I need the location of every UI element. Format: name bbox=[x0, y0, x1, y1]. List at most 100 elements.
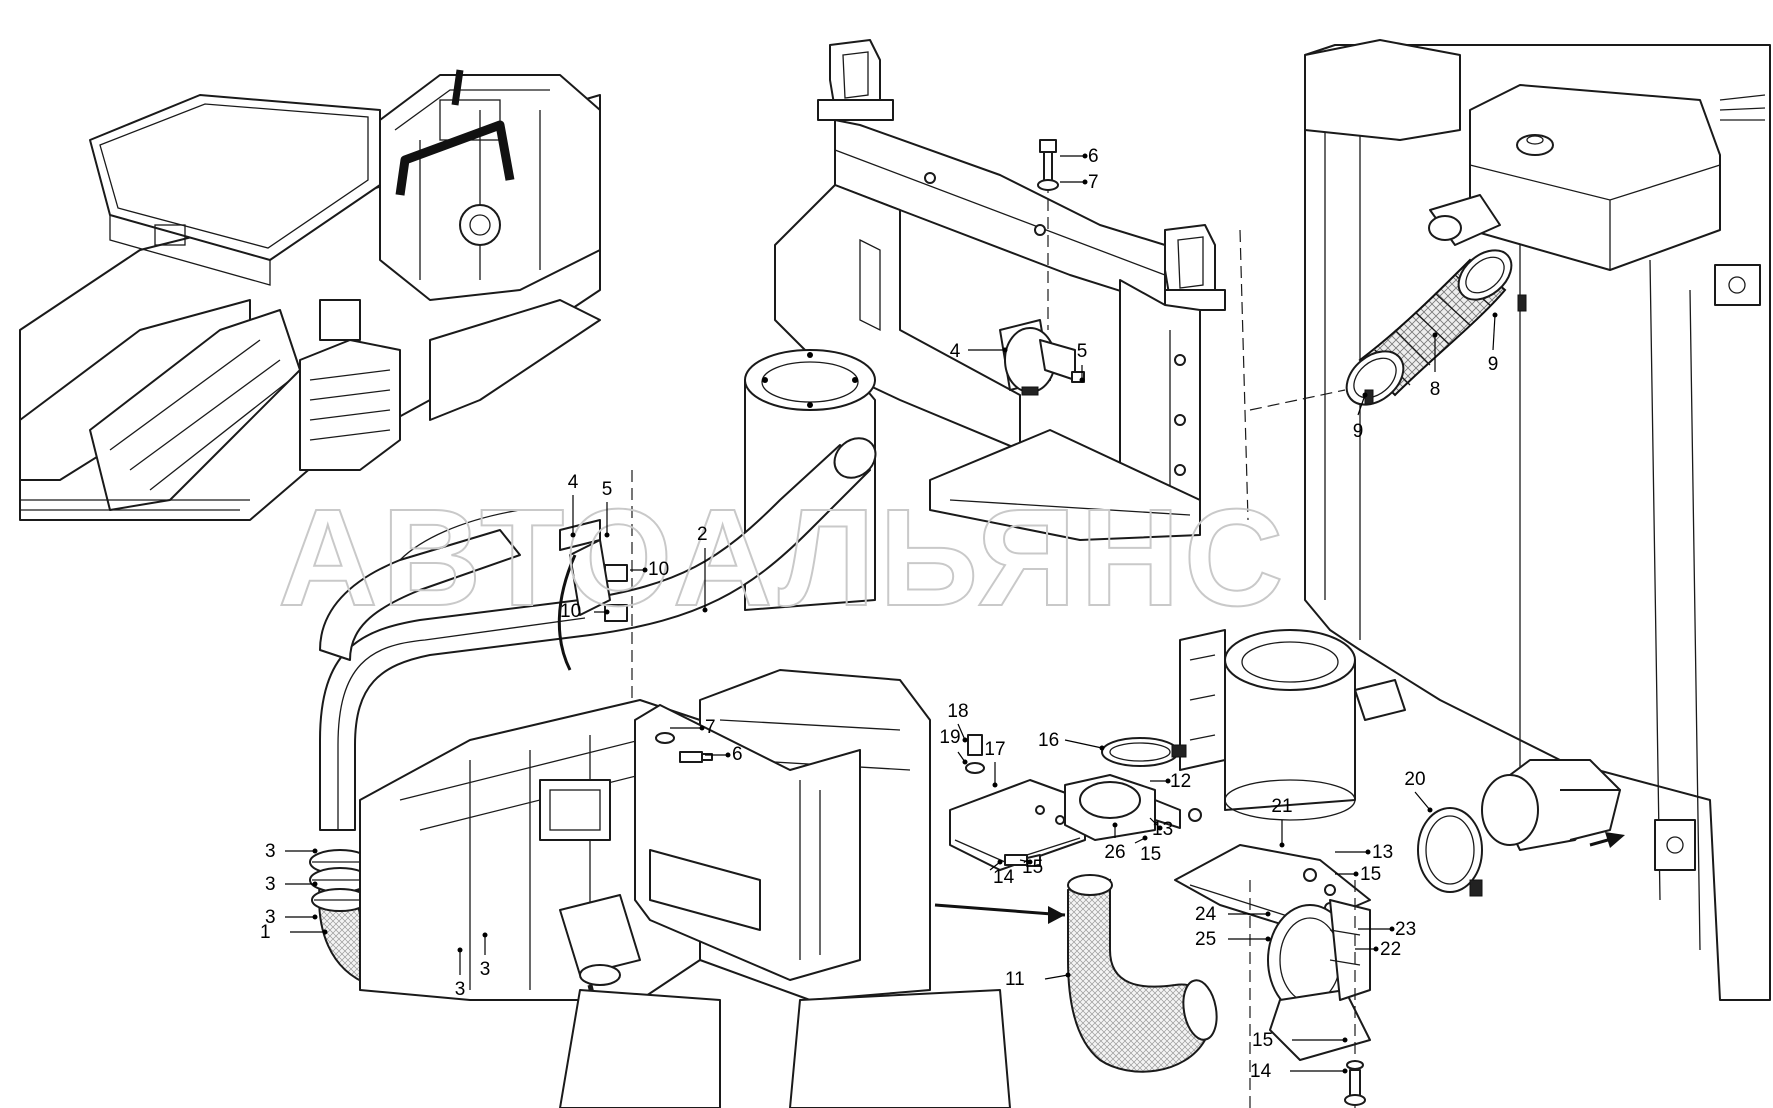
callout-label-c9b: 9 bbox=[1488, 354, 1499, 375]
callout-label-c8: 8 bbox=[1430, 379, 1441, 400]
callout-label-c23: 23 bbox=[1395, 919, 1416, 940]
callout-dot-c2 bbox=[702, 607, 708, 613]
callout-label-c3b: 3 bbox=[265, 874, 276, 895]
callout-dot-c13b bbox=[1365, 849, 1371, 855]
callout-dot-c10b bbox=[604, 609, 610, 615]
callout-leader-c18 bbox=[957, 723, 966, 741]
bolt-stack-lower bbox=[1344, 1060, 1366, 1106]
callout-leader-c20 bbox=[1414, 791, 1431, 811]
callout-dot-c1 bbox=[322, 929, 328, 935]
callout-label-c15d: 15 bbox=[1252, 1030, 1273, 1051]
callout-label-c10b: 10 bbox=[560, 601, 581, 622]
callout-dot-c6b bbox=[725, 752, 731, 758]
callout-dot-c11 bbox=[1065, 972, 1071, 978]
callout-dot-c14b bbox=[1342, 1068, 1348, 1074]
callout-leader-c9b bbox=[1492, 314, 1496, 351]
callout-dot-c15c bbox=[1353, 871, 1359, 877]
callout-dot-c3d bbox=[482, 932, 488, 938]
bolt-and-washer-lower bbox=[655, 732, 713, 763]
callout-dot-c9a bbox=[1362, 392, 1368, 398]
callout-label-c18: 18 bbox=[947, 701, 968, 722]
callout-label-c26: 26 bbox=[1104, 842, 1125, 863]
callout-label-c13a: 13 bbox=[1152, 819, 1173, 840]
intake-pipe-2 bbox=[319, 437, 877, 831]
clamp-bracket-26 bbox=[1064, 774, 1202, 841]
callout-label-c1: 1 bbox=[260, 922, 271, 943]
clamp-20 bbox=[1417, 807, 1483, 897]
callout-label-c5a: 5 bbox=[1077, 341, 1088, 362]
callout-label-c2: 2 bbox=[697, 524, 708, 545]
callout-label-c15c: 15 bbox=[1360, 864, 1381, 885]
callout-dot-c21 bbox=[1279, 842, 1285, 848]
callout-label-c6b: 6 bbox=[732, 744, 743, 765]
callout-label-c21: 21 bbox=[1271, 796, 1292, 817]
callout-dot-c26 bbox=[1112, 822, 1118, 828]
callout-label-c7b: 7 bbox=[705, 717, 716, 738]
callout-dot-c22 bbox=[1373, 946, 1379, 952]
callout-label-c16: 16 bbox=[1038, 730, 1059, 751]
mount-bracket-21 bbox=[1174, 844, 1371, 1108]
callout-dot-c10a bbox=[642, 567, 648, 573]
callout-dot-c3e bbox=[457, 947, 463, 953]
callout-label-c4a: 4 bbox=[950, 341, 961, 362]
callout-label-c19: 19 bbox=[939, 727, 960, 748]
callout-dot-c16 bbox=[1099, 745, 1105, 751]
callout-dot-c4a bbox=[1002, 347, 1008, 353]
radiator-assembly bbox=[1304, 39, 1771, 1001]
callout-label-c10a: 10 bbox=[648, 559, 669, 580]
callout-dot-c24 bbox=[1265, 911, 1271, 917]
callout-dot-c23 bbox=[1389, 926, 1395, 932]
air-filter-housing-right bbox=[1179, 629, 1406, 821]
callout-dot-c8 bbox=[1432, 332, 1438, 338]
callout-dot-c5b bbox=[604, 532, 610, 538]
callout-label-c25: 25 bbox=[1195, 929, 1216, 950]
callout-label-c3c: 3 bbox=[265, 907, 276, 928]
callout-label-c15a: 15 bbox=[1022, 857, 1043, 878]
callout-label-c12: 12 bbox=[1170, 771, 1191, 792]
machine-overview-inset bbox=[19, 69, 601, 521]
callout-dot-c6a bbox=[1082, 153, 1088, 159]
callout-dot-c9b bbox=[1492, 312, 1498, 318]
callout-label-c9a: 9 bbox=[1353, 421, 1364, 442]
callout-dot-c3b bbox=[312, 881, 318, 887]
callout-label-c14a: 14 bbox=[993, 867, 1015, 888]
direction-arrow-radiator bbox=[1589, 832, 1625, 848]
callout-label-c17: 17 bbox=[984, 739, 1005, 760]
corrugated-hose-8 bbox=[1249, 249, 1527, 411]
hose-clamp-bracket-upper bbox=[999, 319, 1085, 396]
callout-label-c15b: 15 bbox=[1140, 844, 1161, 865]
engine-block bbox=[359, 669, 1011, 1108]
callout-dot-c19 bbox=[962, 759, 968, 765]
callout-dot-c13a bbox=[1157, 825, 1163, 831]
callout-leader-c16 bbox=[1064, 739, 1103, 749]
bolt-18-19 bbox=[965, 734, 985, 774]
callout-dot-c3a bbox=[312, 848, 318, 854]
callout-dot-c18 bbox=[962, 737, 968, 743]
callout-dot-c7b bbox=[699, 725, 705, 731]
callout-label-c3e: 3 bbox=[455, 979, 466, 1000]
bracket-plate-17 bbox=[949, 779, 1086, 871]
callout-label-c4b: 4 bbox=[568, 472, 579, 493]
callout-labels: 1233333445566778991010111213131414151515… bbox=[260, 146, 1498, 1082]
callout-dot-c15b bbox=[1142, 835, 1148, 841]
clamp-16 bbox=[1101, 737, 1187, 767]
callout-leader-c11 bbox=[1044, 974, 1069, 980]
callout-label-c13b: 13 bbox=[1372, 842, 1393, 863]
lifting-frame bbox=[774, 39, 1249, 541]
callout-label-c14b: 14 bbox=[1250, 1061, 1272, 1082]
callout-dot-c3c bbox=[312, 914, 318, 920]
bolt-and-washer-upper bbox=[1037, 139, 1059, 330]
callout-dot-c14a bbox=[997, 859, 1003, 865]
callout-label-c7a: 7 bbox=[1088, 172, 1099, 193]
callout-dot-c12 bbox=[1165, 778, 1171, 784]
callout-dot-c15a bbox=[1027, 859, 1033, 865]
callout-label-c20: 20 bbox=[1404, 769, 1425, 790]
expansion-tank bbox=[1469, 84, 1721, 271]
callout-label-c6a: 6 bbox=[1088, 146, 1099, 167]
callout-dot-c7a bbox=[1082, 179, 1088, 185]
callout-dot-c15d bbox=[1342, 1037, 1348, 1043]
callout-label-c3d: 3 bbox=[480, 959, 491, 980]
callout-dot-c25 bbox=[1265, 936, 1271, 942]
callout-label-c22: 22 bbox=[1380, 939, 1401, 960]
